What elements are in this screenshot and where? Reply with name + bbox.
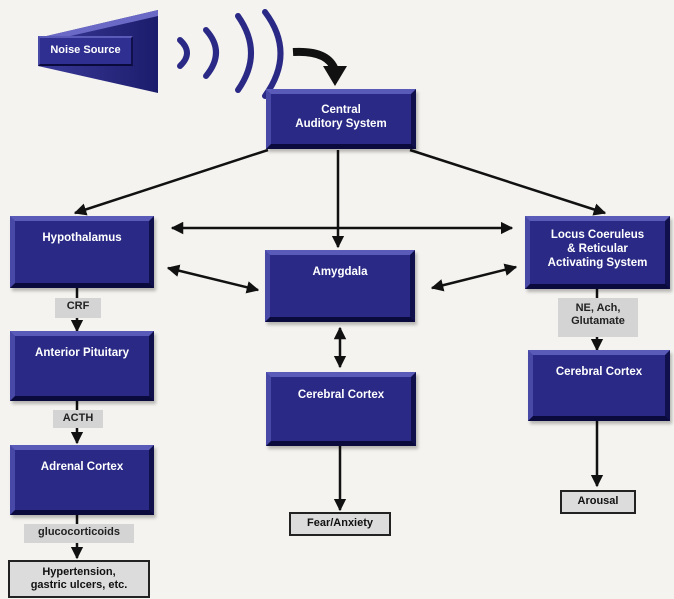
glucocorticoids-label: glucocorticoids — [24, 524, 134, 543]
amygdala-box: Amygdala — [265, 250, 415, 322]
hypothalamus-label: Hypothalamus — [42, 232, 122, 244]
noise-source-box: Noise Source — [38, 36, 133, 66]
noise-source-label: Noise Source — [50, 44, 121, 56]
cerebral-cortex-middle-box: Cerebral Cortex — [266, 372, 416, 446]
central-auditory-system-box: Central Auditory System — [266, 89, 416, 149]
anterior-pituitary-label: Anterior Pituitary — [35, 347, 129, 359]
arousal-outcome: Arousal — [560, 490, 636, 514]
locus-coeruleus-label: Locus Coeruleus & Reticular Activating S… — [547, 229, 648, 269]
acth-label: ACTH — [53, 410, 103, 428]
adrenal-cortex-label: Adrenal Cortex — [40, 461, 124, 473]
cerebral-cortex-middle-label: Cerebral Cortex — [297, 389, 385, 401]
flow-arrows — [70, 148, 607, 560]
central-auditory-system-label: Central Auditory System — [295, 104, 387, 130]
locus-coeruleus-box: Locus Coeruleus & Reticular Activating S… — [525, 216, 670, 289]
amygdala-label: Amygdala — [312, 266, 368, 278]
ne-ach-glutamate-label: NE, Ach, Glutamate — [558, 298, 638, 337]
crf-label: CRF — [55, 298, 101, 318]
anterior-pituitary-box: Anterior Pituitary — [10, 331, 154, 401]
cerebral-cortex-right-box: Cerebral Cortex — [528, 350, 670, 421]
cerebral-cortex-right-label: Cerebral Cortex — [555, 366, 643, 378]
curved-arrow-icon — [292, 47, 347, 86]
adrenal-cortex-box: Adrenal Cortex — [10, 445, 154, 515]
sound-waves-icon — [177, 9, 284, 99]
fear-anxiety-outcome: Fear/Anxiety — [289, 512, 391, 536]
hypothalamus-box: Hypothalamus — [10, 216, 154, 288]
hypertension-outcome: Hypertension, gastric ulcers, etc. — [8, 560, 150, 598]
